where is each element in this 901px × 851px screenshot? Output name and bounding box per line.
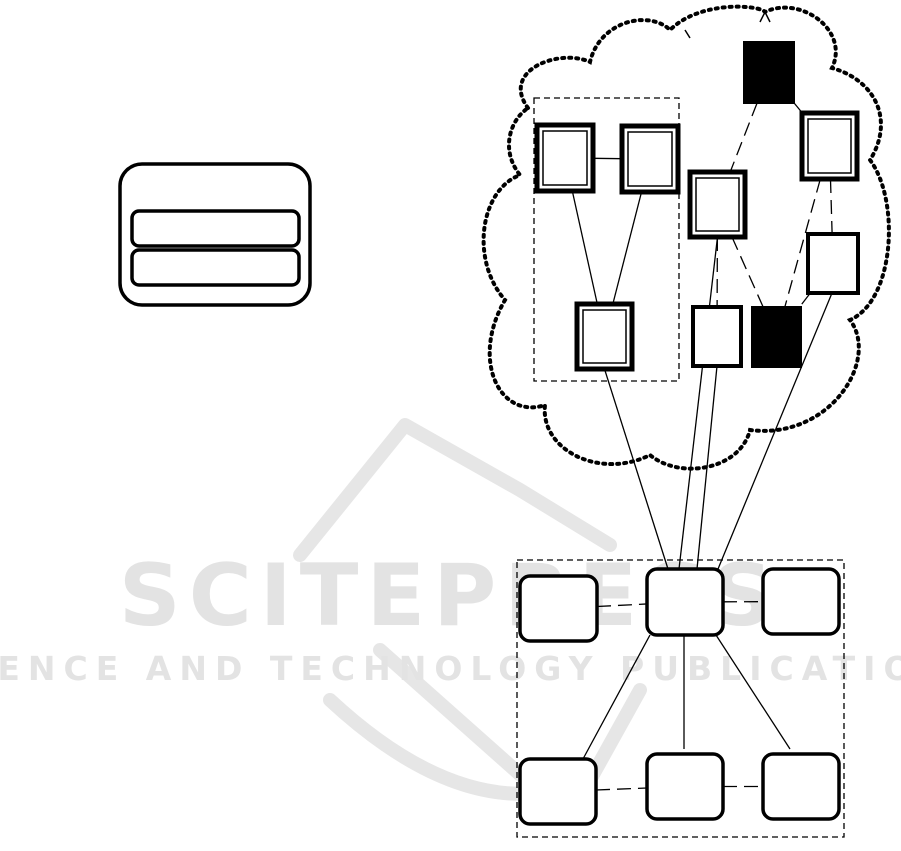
edge-c3-n2 bbox=[605, 369, 669, 569]
edge-c1-c3 bbox=[572, 191, 597, 304]
edge-c2-c3 bbox=[613, 192, 642, 304]
node-thick-s2 bbox=[693, 307, 741, 366]
cluster-node-n4 bbox=[520, 759, 596, 824]
node-double-inner-c3 bbox=[583, 310, 626, 363]
edge-c4-b2 bbox=[732, 237, 763, 307]
edge-s1-b2 bbox=[800, 293, 811, 307]
node-black-b1 bbox=[744, 42, 794, 103]
watermark-subtitle: SCIENCE AND TECHNOLOGY PUBLICATIONS bbox=[0, 649, 901, 688]
node-double-inner-c4 bbox=[696, 178, 739, 231]
node-double-inner-c1 bbox=[543, 131, 587, 185]
cluster-node-n1 bbox=[520, 576, 597, 641]
edge-n4-n5 bbox=[596, 788, 647, 790]
edge-c4-n2 bbox=[679, 237, 718, 569]
cluster-node-n3 bbox=[763, 569, 839, 634]
cluster-node-n2 bbox=[647, 569, 723, 635]
cluster-node-n6 bbox=[763, 754, 839, 819]
cluster-node-n5 bbox=[647, 754, 723, 819]
cloud-inner-arrow bbox=[685, 12, 770, 38]
node-black-b2 bbox=[752, 307, 801, 367]
stacked-node-layer-top bbox=[132, 211, 299, 246]
edge-c5-s1 bbox=[830, 179, 832, 234]
node-double-inner-c2 bbox=[628, 132, 672, 186]
nodes bbox=[520, 42, 858, 824]
node-double-inner-c5 bbox=[808, 119, 851, 173]
stacked-node-icon bbox=[120, 164, 310, 305]
stacked-node-layer-bottom bbox=[132, 250, 299, 285]
node-thick-s1 bbox=[808, 234, 858, 293]
edge-b1-c4 bbox=[730, 103, 757, 172]
